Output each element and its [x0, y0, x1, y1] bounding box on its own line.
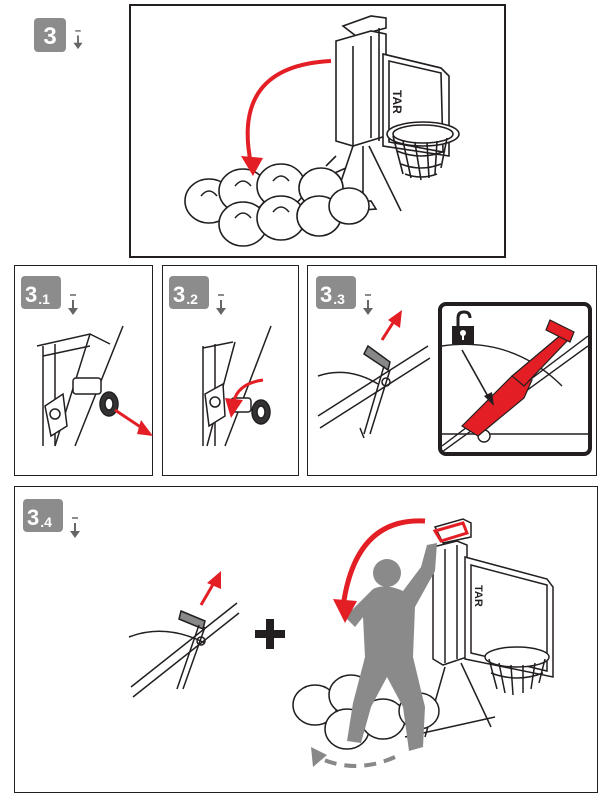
step-3-4-lever-illustration — [128, 571, 240, 698]
step-3-2-illustration — [202, 325, 272, 447]
step-3-panel: TAR — [129, 4, 506, 258]
step-3-3-panel: 3.3 — [307, 265, 597, 476]
padlock-open-icon — [452, 310, 474, 344]
step-3-4-badge: 3.4 — [23, 499, 63, 532]
step-arrow-down-icon — [363, 294, 373, 315]
lock-detail-illustration — [442, 319, 588, 452]
plus-icon — [255, 619, 285, 649]
step-arrow-down-icon — [70, 517, 80, 538]
step-3-2-badge: 3.2 — [169, 276, 209, 309]
rotate-arrow-icon — [340, 518, 426, 608]
step-3-badge: 3 — [34, 18, 66, 52]
step-3-1-illustration — [36, 325, 153, 447]
step-arrow-down-icon — [73, 30, 83, 50]
step-3-illustration: TAR — [184, 15, 460, 247]
backboard-brand-text: TAR — [472, 585, 484, 607]
step-arrow-down-icon — [216, 294, 226, 315]
step-3-4-panel: 3.4 — [14, 486, 598, 793]
step-3-3-badge: 3.3 — [316, 276, 356, 309]
lock-detail-inset — [438, 302, 592, 456]
step-3-2-panel: 3.2 — [162, 265, 299, 476]
step-arrow-down-icon — [68, 294, 78, 315]
person-silhouette — [345, 543, 437, 751]
rotate-arrow-icon — [245, 59, 332, 165]
step-3-1-badge: 3.1 — [21, 276, 61, 309]
step-3-4-person-illustration: TAR — [292, 518, 554, 768]
backboard-brand-text: TAR — [390, 90, 404, 114]
step-3-1-panel: 3.1 — [14, 265, 153, 476]
step-3-3-illustration — [317, 310, 431, 439]
